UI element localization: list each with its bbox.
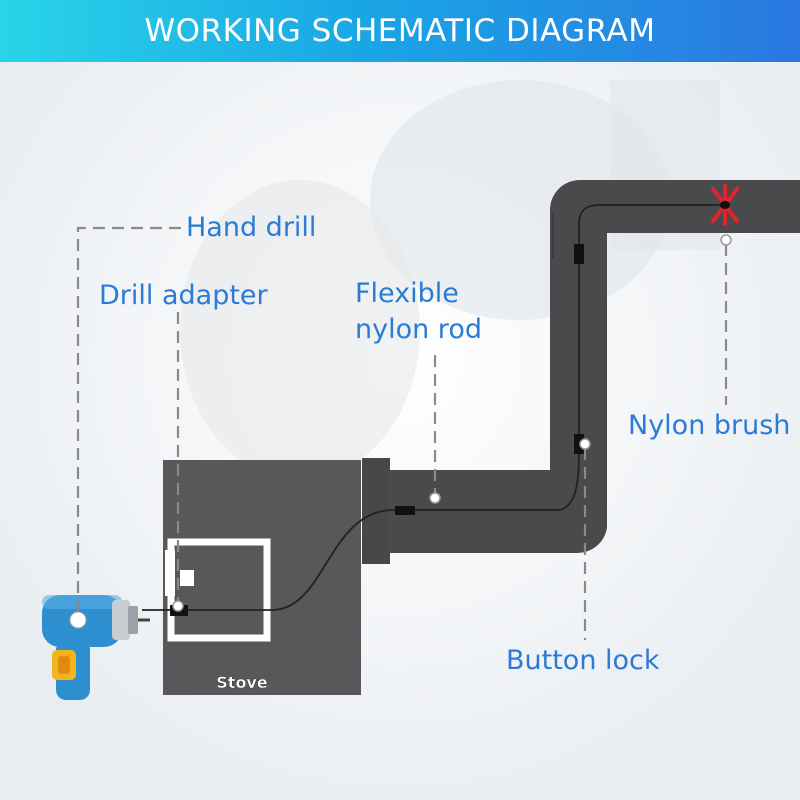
rod-connector [395,506,415,515]
header-banner: WORKING SCHEMATIC DIAGRAM [0,0,800,62]
leader-lines [76,226,728,640]
page-title: WORKING SCHEMATIC DIAGRAM [144,13,656,49]
rod-connector [574,244,584,264]
chimney-duct [362,180,800,564]
stove [163,460,361,695]
label-flexible: Flexible [355,278,459,309]
label-hand-drill: Hand drill [186,212,317,243]
nylon-brush-icon [711,184,739,226]
label-nylon-brush: Nylon brush [628,410,791,441]
rod-connector [574,434,584,454]
label-drill-adapter: Drill adapter [99,280,268,311]
pointer-dots [172,234,732,612]
label-nylon-rod: nylon rod [355,314,482,345]
hand-drill-icon [42,595,150,700]
schematic-diagram: Stove [42,180,800,700]
stove-label: Stove [216,673,268,692]
leader-hand-drill [76,226,182,612]
label-button-lock: Button lock [506,645,660,676]
flexible-nylon-rod [142,204,725,611]
